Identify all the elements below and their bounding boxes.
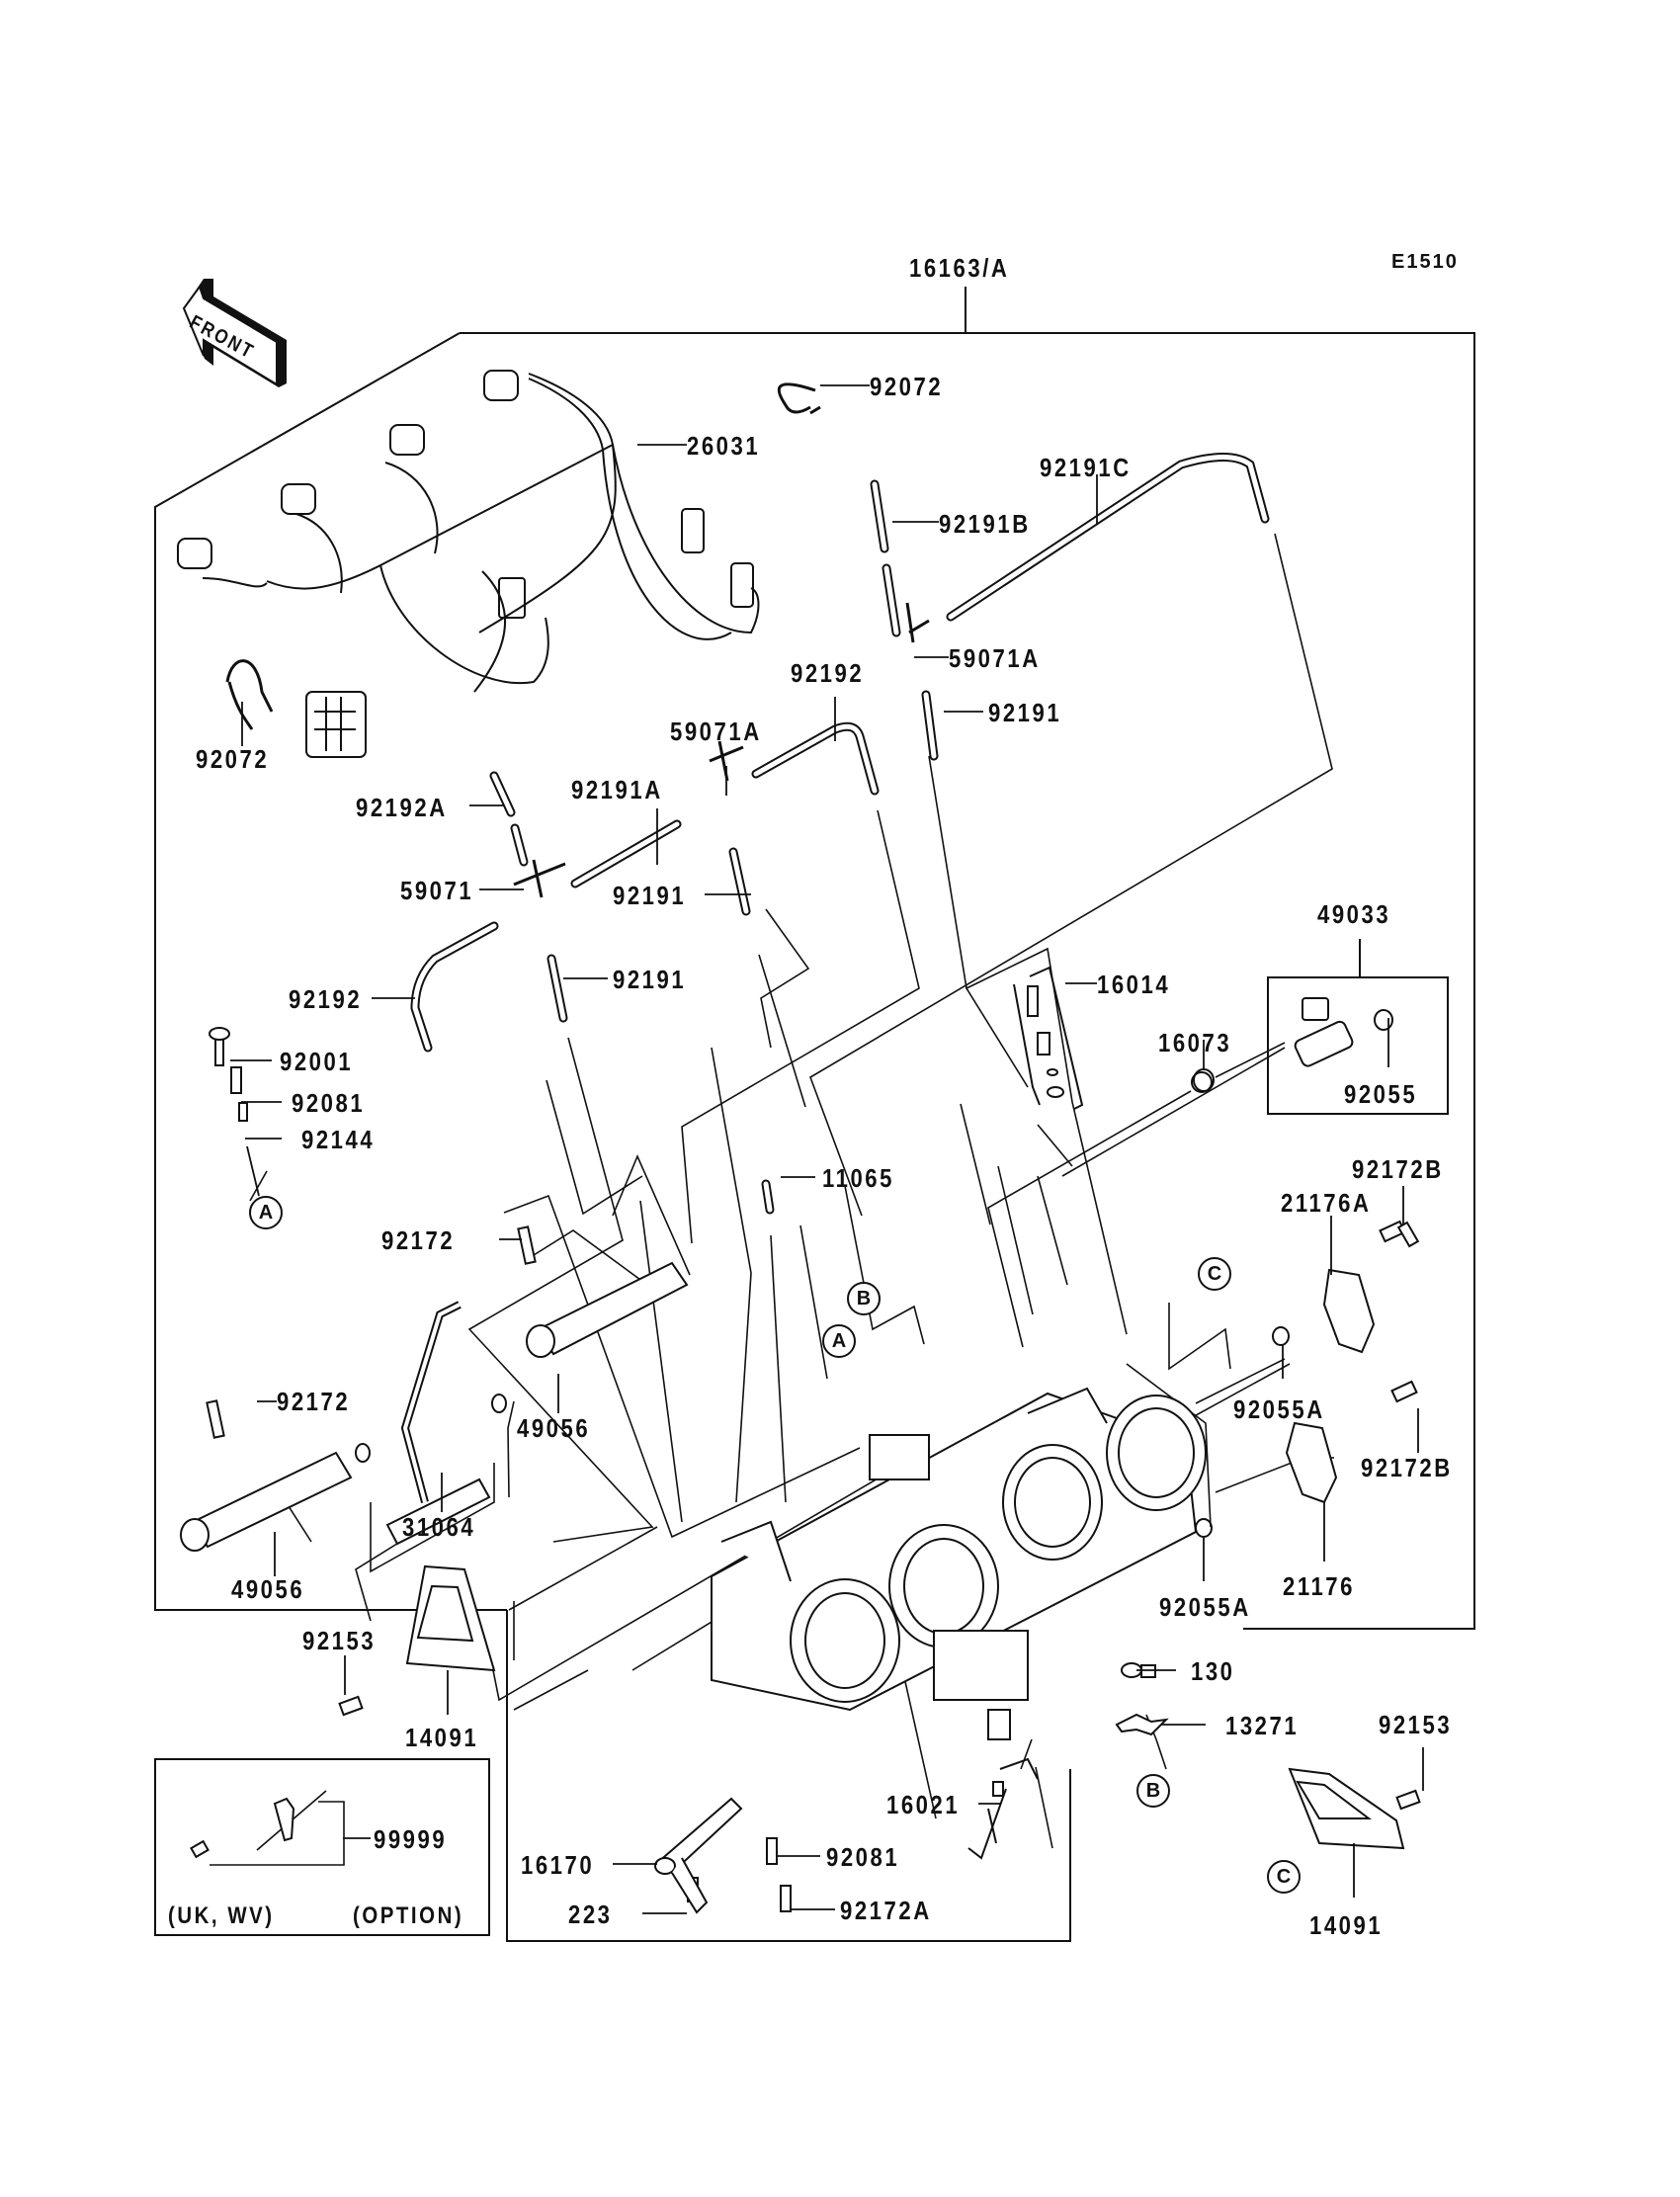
label-92172B-top: 92172B (1352, 1154, 1444, 1184)
label-31064: 31064 (402, 1512, 476, 1542)
label-21176: 21176 (1283, 1571, 1355, 1601)
label-21176A: 21176A (1281, 1188, 1372, 1218)
bracket-16021 (968, 1759, 1038, 1858)
callout-b-bracket: B (1136, 1774, 1170, 1808)
label-92192A: 92192A (356, 793, 448, 822)
label-14091-left: 14091 (405, 1723, 479, 1752)
callout-a-center: A (822, 1324, 856, 1358)
label-92172B-lower: 92172B (1361, 1453, 1453, 1482)
label-92055A-upper: 92055A (1233, 1394, 1325, 1424)
label-26031: 26031 (687, 431, 761, 461)
label-92191-mid: 92191 (613, 881, 687, 910)
bracket-13271 (1117, 1663, 1166, 1734)
label-92055: 92055 (1344, 1079, 1418, 1109)
cable-tie-top (779, 384, 820, 413)
option-box (155, 1759, 489, 1935)
throttle-body (712, 1389, 1206, 1739)
assembly-label: 16163/A (909, 253, 1010, 283)
label-223: 223 (568, 1900, 613, 1929)
label-59071: 59071 (400, 876, 474, 905)
label-92001: 92001 (280, 1047, 354, 1076)
label-92172-lower: 92172 (277, 1387, 351, 1416)
label-92153-right: 92153 (1379, 1710, 1453, 1739)
label-92192-top: 92192 (791, 658, 865, 688)
option-note: (OPTION) (353, 1902, 464, 1929)
label-16073: 16073 (1158, 1028, 1232, 1057)
callout-c-center: C (1198, 1257, 1231, 1291)
assembly-frame-left (155, 333, 507, 1610)
label-59071A-mid: 59071A (670, 717, 762, 746)
lower-subframe (507, 1610, 1070, 1941)
label-92081-bottom: 92081 (826, 1842, 900, 1872)
label-14091-right: 14091 (1309, 1910, 1384, 1940)
label-92072-left: 92072 (196, 744, 270, 774)
label-11065: 11065 (822, 1163, 894, 1193)
label-130: 130 (1191, 1656, 1235, 1686)
tee-joints (514, 603, 929, 897)
label-92191B: 92191B (939, 509, 1031, 539)
label-49056-right: 49056 (517, 1413, 591, 1443)
label-92172-upper: 92172 (381, 1225, 456, 1255)
label-16014: 16014 (1097, 970, 1171, 999)
wiring-harness (178, 371, 759, 757)
label-92191A: 92191A (571, 775, 663, 804)
lever-16170 (655, 1799, 741, 1912)
label-92055A-lower: 92055A (1159, 1592, 1251, 1622)
label-99999: 99999 (374, 1824, 448, 1854)
front-arrow-icon (184, 279, 287, 387)
callout-b-center: B (847, 1282, 881, 1315)
hose-inner (415, 458, 1265, 1211)
assembly-frame (460, 333, 1474, 1629)
label-16021: 16021 (886, 1790, 961, 1819)
hoses (415, 458, 1265, 1211)
label-leaders (230, 385, 1423, 1913)
label-59071A-right: 59071A (949, 643, 1041, 673)
label-92153-left: 92153 (302, 1626, 377, 1655)
label-92192-left: 92192 (289, 984, 363, 1014)
leader-injector (1216, 1043, 1285, 1077)
sensors (1196, 1222, 1417, 1537)
label-92072-top: 92072 (870, 372, 944, 401)
label-13271: 13271 (1225, 1711, 1300, 1740)
label-16170: 16170 (521, 1850, 595, 1880)
label-49056-left: 49056 (231, 1574, 305, 1604)
callout-a-left: A (249, 1196, 283, 1229)
label-49033: 49033 (1317, 899, 1391, 929)
plate-99999 (191, 1799, 294, 1857)
fuel-rails (181, 1263, 687, 1551)
label-92081-left: 92081 (292, 1088, 366, 1118)
bracket-16014 (1014, 968, 1082, 1109)
option-region-note: (UK, WV) (168, 1902, 275, 1929)
label-92144: 92144 (301, 1125, 376, 1154)
label-92172A: 92172A (840, 1896, 932, 1925)
label-92191-right: 92191 (988, 698, 1062, 727)
callout-c-cover: C (1267, 1860, 1301, 1894)
label-92191C: 92191C (1040, 453, 1132, 482)
diagram-code: E1510 (1391, 251, 1459, 273)
cable-tie-left (227, 661, 272, 729)
covers-14091 (407, 1566, 1403, 1848)
injector-box (1268, 977, 1448, 1114)
label-92191-low: 92191 (613, 965, 687, 994)
